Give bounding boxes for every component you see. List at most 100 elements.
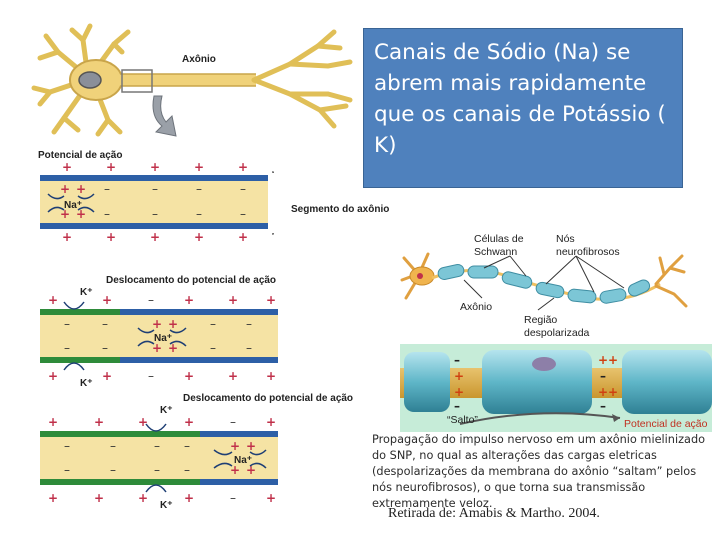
callout-box: Canais de Sódio (Na) se abrem mais rapid… — [363, 28, 683, 188]
svg-text:+: + — [150, 162, 160, 174]
svg-text:+: + — [228, 293, 238, 307]
svg-text:Na⁺: Na⁺ — [154, 333, 172, 344]
svg-text:–: – — [102, 317, 108, 331]
axon-segment-resting: +++++ +++++ ++++ –––– –––– Na⁺ — [40, 162, 274, 242]
svg-text:K⁺: K⁺ — [80, 378, 93, 388]
svg-text:+: + — [62, 162, 72, 174]
svg-text:–: – — [148, 369, 154, 383]
right-axon-label: Axônio — [460, 301, 493, 313]
svg-text:–: – — [154, 439, 160, 453]
svg-text:+: + — [184, 491, 194, 505]
svg-text:+: + — [230, 439, 240, 453]
svg-text:–: – — [246, 341, 252, 355]
svg-text:+: + — [266, 369, 276, 383]
svg-text:+: + — [454, 385, 464, 399]
svg-text:+: + — [48, 491, 58, 505]
svg-text:+: + — [76, 207, 86, 221]
svg-text:K⁺: K⁺ — [160, 500, 173, 511]
salto-label: “Salto” — [447, 414, 478, 426]
svg-text:+: + — [150, 230, 160, 242]
svg-text:+: + — [48, 369, 58, 383]
svg-text:+: + — [106, 230, 116, 242]
svg-text:–: – — [152, 182, 158, 196]
svg-text:+: + — [266, 293, 276, 307]
segment-label: Segmento do axônio — [291, 204, 390, 215]
svg-text:–: – — [230, 491, 236, 505]
svg-text:–: – — [600, 369, 606, 383]
region-label: Região despolarizada — [524, 314, 590, 339]
svg-text:–: – — [454, 399, 460, 413]
svg-text:+: + — [106, 162, 116, 174]
svg-text:–: – — [196, 207, 202, 221]
svg-text:–: – — [64, 317, 70, 331]
svg-text:+: + — [598, 385, 608, 399]
svg-text:+: + — [48, 415, 58, 429]
svg-text:–: – — [104, 207, 110, 221]
svg-text:+: + — [266, 415, 276, 429]
svg-text:K⁺: K⁺ — [160, 405, 173, 416]
right-potential-label: Potencial de ação — [624, 418, 708, 430]
zoom-arrow-icon — [152, 95, 177, 137]
saltatory-conduction-illustration: ++ ++ ++ –– –– — [400, 344, 712, 432]
svg-text:+: + — [246, 463, 256, 477]
shift-label-1: Deslocamento do potencial de ação — [106, 275, 277, 286]
svg-text:+: + — [138, 491, 148, 505]
svg-text:+: + — [138, 415, 148, 429]
svg-text:–: – — [64, 341, 70, 355]
figure-caption: Propagação do impulso nervoso em um axôn… — [372, 433, 706, 510]
svg-text:+: + — [152, 341, 162, 355]
svg-text:+: + — [194, 230, 204, 242]
svg-text:+: + — [454, 369, 464, 383]
svg-text:+: + — [230, 463, 240, 477]
svg-text:+: + — [168, 317, 178, 331]
svg-text:+: + — [152, 317, 162, 331]
svg-text:–: – — [240, 182, 246, 196]
svg-text:+: + — [62, 230, 72, 242]
axon-segment-shift-2: +++++ +++++ ++++ –––– –––– –– K⁺ K⁺ Na⁺ — [40, 405, 278, 511]
shift-label-2: Deslocamento do potencial de ação — [183, 393, 354, 404]
svg-text:–: – — [230, 415, 236, 429]
svg-text:–: – — [110, 439, 116, 453]
neuron-illustration — [31, 23, 353, 137]
svg-text:Na⁺: Na⁺ — [64, 200, 82, 211]
svg-text:–: – — [102, 341, 108, 355]
svg-text:+: + — [60, 182, 70, 196]
svg-text:+: + — [238, 230, 248, 242]
svg-text:+: + — [94, 491, 104, 505]
svg-text:+: + — [76, 182, 86, 196]
svg-text:+: + — [238, 162, 248, 174]
svg-text:–: – — [196, 182, 202, 196]
svg-text:–: – — [454, 353, 460, 367]
svg-text:+: + — [608, 385, 618, 399]
svg-text:–: – — [246, 317, 252, 331]
svg-text:–: – — [104, 182, 110, 196]
svg-text:+: + — [60, 207, 70, 221]
svg-text:+: + — [184, 369, 194, 383]
myelinated-neuron-illustration — [400, 252, 688, 311]
nodes-label: Nós neurofibrosos — [556, 233, 620, 258]
svg-text:+: + — [608, 353, 618, 367]
figure-credit: Retirada de: Amabis & Martho. 2004. — [388, 506, 600, 521]
svg-text:K⁺: K⁺ — [80, 287, 93, 298]
svg-text:–: – — [600, 399, 606, 413]
svg-text:+: + — [228, 369, 238, 383]
svg-text:+: + — [184, 293, 194, 307]
svg-text:–: – — [154, 463, 160, 477]
svg-text:–: – — [64, 463, 70, 477]
svg-text:+: + — [168, 341, 178, 355]
svg-text:+: + — [246, 439, 256, 453]
potential-label: Potencial de ação — [38, 150, 123, 161]
svg-text:–: – — [184, 463, 190, 477]
svg-text:+: + — [598, 353, 608, 367]
svg-text:+: + — [266, 491, 276, 505]
svg-text:+: + — [94, 415, 104, 429]
svg-text:–: – — [210, 317, 216, 331]
svg-text:–: – — [210, 341, 216, 355]
svg-text:–: – — [152, 207, 158, 221]
svg-text:–: – — [110, 463, 116, 477]
neuron-axon-label: Axônio — [182, 54, 216, 65]
svg-text:–: – — [64, 439, 70, 453]
schwann-label: Células de Schwann — [474, 233, 524, 258]
svg-text:–: – — [148, 293, 154, 307]
svg-text:–: – — [240, 207, 246, 221]
